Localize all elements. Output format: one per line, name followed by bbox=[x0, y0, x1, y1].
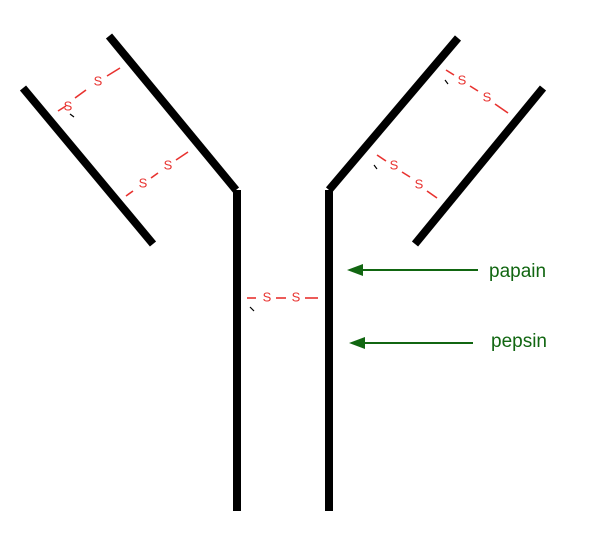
bond-dash bbox=[445, 69, 455, 76]
bond-dash bbox=[376, 154, 387, 162]
sulfur-atom: S bbox=[164, 157, 173, 172]
bond-dash bbox=[125, 190, 134, 197]
papain-label: papain bbox=[489, 261, 546, 282]
disulfide-bond-left-lower: S S bbox=[125, 151, 189, 197]
disulfide-bond-hinge: S S bbox=[247, 289, 318, 312]
pepsin-arrow-head bbox=[349, 337, 365, 349]
bond-tick bbox=[69, 113, 75, 118]
bond-dash bbox=[57, 105, 67, 112]
sulfur-atom: S bbox=[483, 89, 492, 104]
sulfur-atom: S bbox=[263, 289, 272, 304]
disulfide-bond-left-upper: S S bbox=[57, 67, 121, 118]
sulfur-atom: S bbox=[458, 72, 467, 87]
sulfur-atom: S bbox=[292, 289, 301, 304]
heavy-chain-left bbox=[105, 33, 241, 511]
sulfur-atom: S bbox=[64, 98, 73, 113]
bond-dash bbox=[74, 89, 87, 99]
bond-tick bbox=[444, 79, 449, 85]
sulfur-atom: S bbox=[415, 176, 424, 191]
pepsin-arrow bbox=[349, 337, 473, 349]
bond-dash bbox=[150, 172, 159, 179]
bond-dash bbox=[426, 190, 438, 199]
papain-arrow bbox=[347, 264, 478, 276]
bond-tick bbox=[373, 164, 378, 170]
bond-tick bbox=[249, 306, 255, 312]
bond-dash bbox=[175, 151, 189, 161]
light-chain-left bbox=[19, 85, 157, 247]
sulfur-atom: S bbox=[139, 175, 148, 190]
disulfide-bond-right-lower: S S bbox=[373, 154, 438, 199]
heavy-chain-right-arm bbox=[325, 35, 462, 193]
pepsin-label: pepsin bbox=[491, 331, 547, 352]
bond-dash bbox=[401, 171, 411, 178]
heavy-chain-left-arm bbox=[105, 33, 240, 193]
sulfur-atom: S bbox=[94, 73, 103, 88]
disulfide-bond-right-upper: S S bbox=[444, 69, 509, 114]
light-chain-right bbox=[411, 85, 547, 247]
bond-dash bbox=[106, 67, 121, 77]
bond-dash bbox=[469, 85, 479, 92]
bond-dash bbox=[494, 103, 509, 114]
sulfur-atom: S bbox=[390, 157, 399, 172]
papain-arrow-head bbox=[347, 264, 363, 276]
heavy-chain-right bbox=[325, 35, 462, 511]
